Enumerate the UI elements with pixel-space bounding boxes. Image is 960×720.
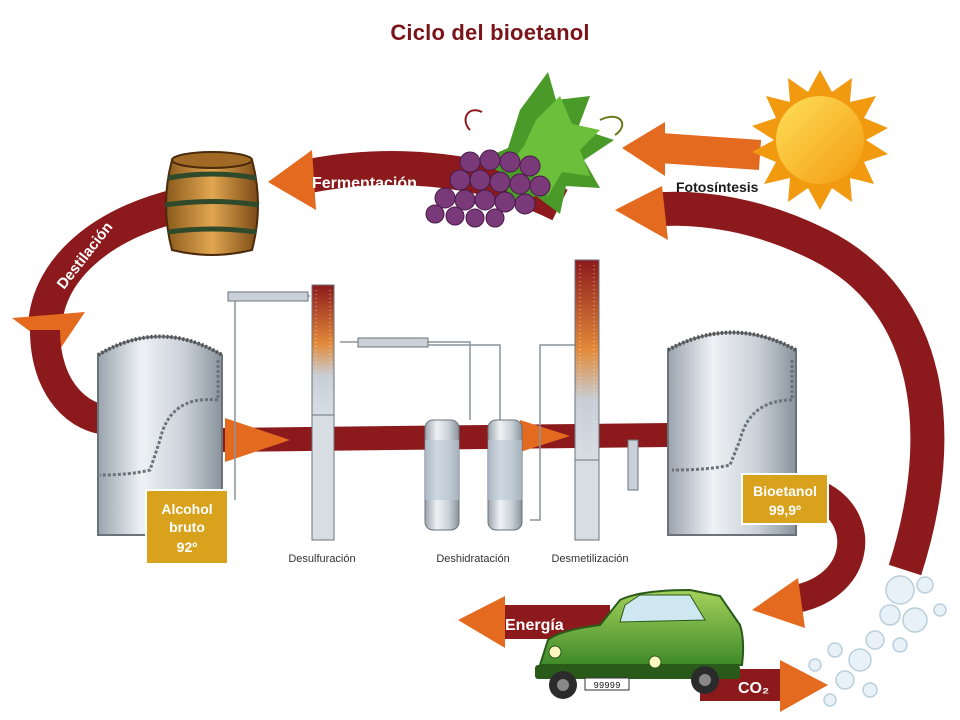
return-arrow bbox=[648, 191, 945, 576]
bioethanol-line1: Bioetanol bbox=[753, 483, 817, 499]
fuel-arrow bbox=[787, 482, 866, 614]
dehydration-label: Deshidratación bbox=[436, 553, 509, 565]
photosynthesis-arrow bbox=[658, 133, 762, 170]
demethylation-label: Desmetilización bbox=[551, 553, 628, 565]
car-icon: 99999 bbox=[535, 588, 745, 699]
distillation-arrow bbox=[28, 188, 185, 331]
fermentation-arrowhead bbox=[268, 150, 316, 210]
raw-alcohol-badge: Alcohol bruto 92º bbox=[145, 489, 229, 565]
energy-label: Energía bbox=[505, 617, 564, 634]
process-piping bbox=[232, 295, 575, 521]
process-arrowhead-1 bbox=[225, 418, 290, 462]
raw-alcohol-line2: bruto bbox=[169, 519, 205, 535]
fuel-arrowhead bbox=[752, 578, 805, 628]
bioethanol-line2: 99,9º bbox=[769, 502, 801, 518]
desulfuration-column-icon bbox=[311, 284, 335, 541]
car-plate: 99999 bbox=[593, 681, 620, 691]
dehydration-vessel-1-icon bbox=[424, 419, 460, 531]
raw-alcohol-line1: Alcohol bbox=[161, 501, 212, 517]
raw-alcohol-tank-icon bbox=[96, 334, 224, 536]
condenser-icon bbox=[227, 291, 309, 302]
co2-arrowhead bbox=[780, 660, 828, 712]
barrel-icon bbox=[164, 151, 260, 256]
return-arrowhead bbox=[615, 186, 668, 240]
demethylation-column-icon bbox=[574, 259, 639, 541]
page-title: Ciclo del bioetanol bbox=[390, 20, 590, 45]
dehydration-vessel-2-icon bbox=[487, 419, 523, 531]
desulfuration-label: Desulfuración bbox=[288, 553, 355, 565]
co2-label: CO₂ bbox=[738, 680, 769, 697]
process-arrowhead-2 bbox=[520, 420, 570, 452]
grapes-icon bbox=[425, 72, 624, 228]
bioethanol-badge: Bioetanol 99,9º bbox=[741, 473, 829, 525]
energy-arrowhead bbox=[458, 596, 505, 648]
photosynthesis-arrowhead bbox=[622, 122, 665, 176]
heat-exchanger-icon bbox=[357, 337, 429, 348]
raw-alcohol-line3: 92º bbox=[177, 539, 198, 555]
photosynthesis-label: Fotosíntesis bbox=[676, 179, 759, 195]
bubbles-icon bbox=[808, 575, 947, 707]
sun-icon bbox=[752, 70, 888, 210]
fermentation-label: Fermentación bbox=[312, 175, 417, 192]
